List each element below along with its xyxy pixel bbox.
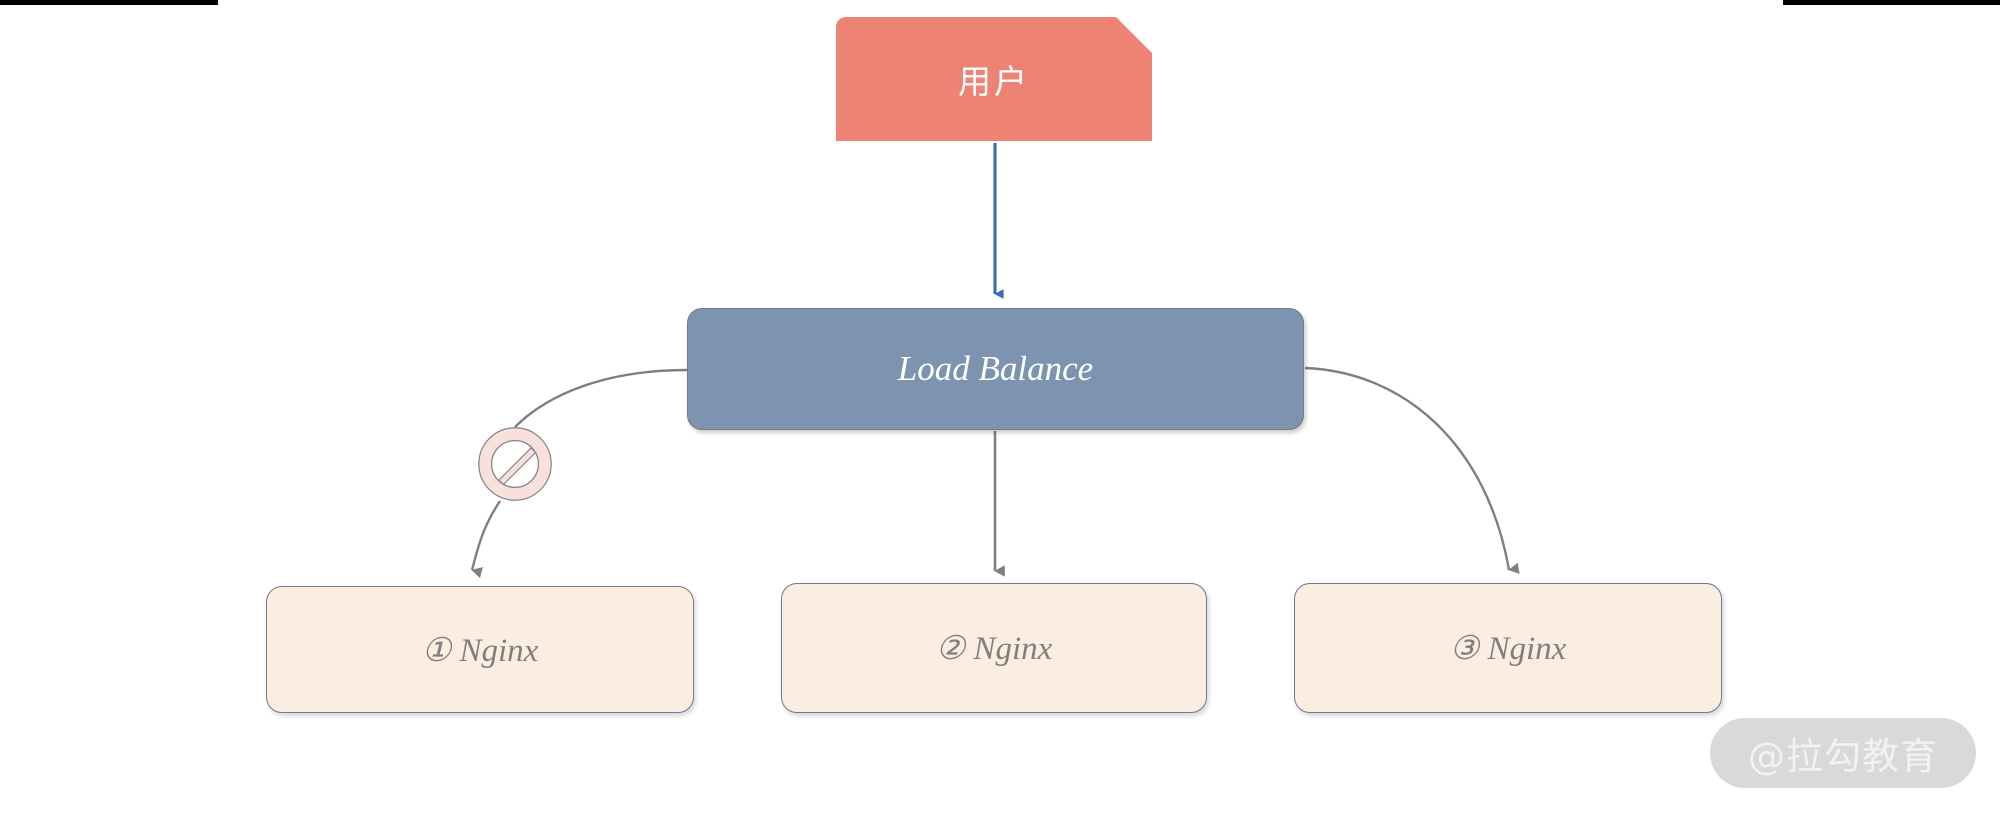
no-entry-icon [478,427,552,501]
edge-load-balance-to-nginx-3 [1304,366,1520,574]
node-load-balance[interactable]: Load Balance [687,308,1304,430]
node-nginx-1-label: ① Nginx [421,632,539,669]
watermark: @拉勾教育 [1710,718,1976,788]
node-nginx-2-label: ② Nginx [935,631,1053,667]
node-nginx-2[interactable]: ② Nginx [781,583,1207,713]
node-user-label: 用户 [958,62,1030,101]
node-nginx-3[interactable]: ③ Nginx [1294,583,1722,713]
edge-load-balance-to-nginx-1 [470,368,688,579]
node-load-balance-label: Load Balance [897,349,1094,388]
node-user[interactable]: 用户 [836,17,1152,141]
node-nginx-1[interactable]: ① Nginx [266,586,694,713]
watermark-text: @拉勾教育 [1748,735,1938,778]
top-rule-right [1783,0,2000,5]
top-rule-left [0,0,218,5]
node-nginx-3-label: ③ Nginx [1449,631,1567,667]
